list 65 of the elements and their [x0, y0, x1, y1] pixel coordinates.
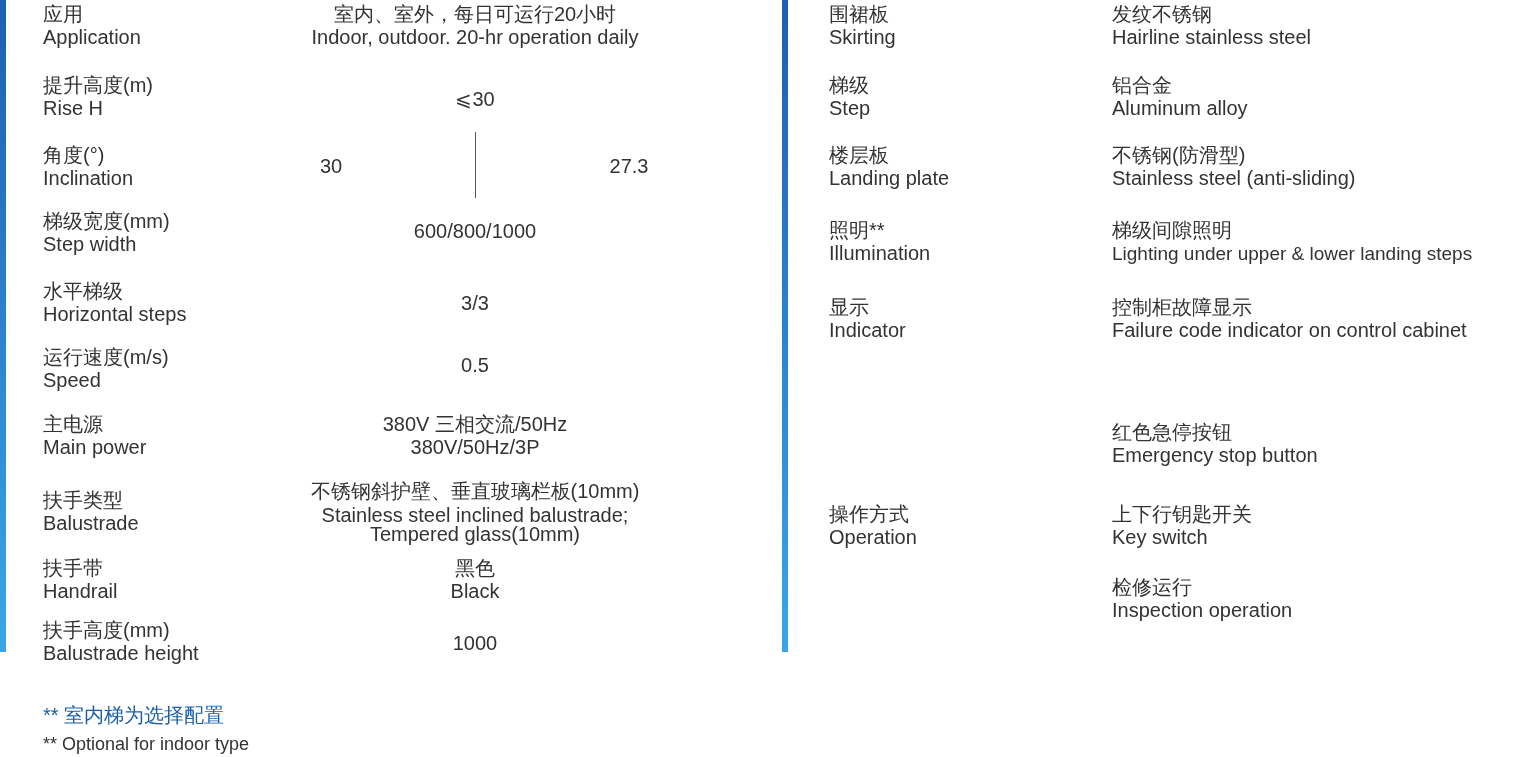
footnote: ** 室内梯为选择配置: [43, 704, 225, 727]
spec-value: 不锈钢斜护壁、垂直玻璃栏板(10mm): [310, 480, 640, 503]
spec-value: 铝合金: [1112, 74, 1172, 97]
spec-label: 梯级: [829, 74, 869, 97]
spec-value: 检修运行: [1112, 576, 1192, 599]
spec-value: Failure code indicator on control cabinet: [1112, 319, 1467, 342]
spec-value: 黑色: [455, 557, 495, 580]
spec-label: Inclination: [43, 167, 134, 190]
spec-label: Speed: [43, 369, 101, 392]
spec-value: 3/3: [461, 292, 489, 315]
spec-label: Handrail: [43, 580, 118, 603]
spec-value: 380V/50Hz/3P: [410, 436, 540, 459]
spec-label: Illumination: [829, 242, 931, 265]
spec-label: Step: [829, 97, 871, 120]
spec-label: Rise H: [43, 97, 103, 120]
spec-value: Indoor, outdoor. 20-hr operation daily: [311, 26, 639, 49]
spec-label: Landing plate: [829, 167, 950, 190]
spec-label: 操作方式: [829, 503, 909, 526]
spec-value: 不锈钢(防滑型): [1112, 144, 1246, 167]
spec-label: 梯级宽度(mm): [43, 210, 170, 233]
spec-value: 发纹不锈钢: [1112, 3, 1212, 26]
spec-label: 楼层板: [829, 144, 889, 167]
spec-label: Balustrade: [43, 512, 139, 535]
spec-label: 角度(°): [43, 144, 105, 167]
spec-value: 梯级间隙照明: [1112, 219, 1232, 242]
spec-label: 应用: [43, 3, 83, 26]
spec-value: 0.5: [461, 354, 489, 377]
spec-value: 30: [319, 155, 343, 178]
spec-value: 室内、室外，每日可运行20小时: [333, 3, 617, 26]
spec-label: Application: [43, 26, 141, 49]
spec-value: Lighting under upper & lower landing steps: [1112, 242, 1473, 265]
footnote: ** Optional for indoor type: [43, 733, 250, 756]
spec-label: 运行速度(m/s): [43, 346, 169, 369]
spec-value: ⩽30: [455, 88, 495, 111]
spec-value: Stainless steel (anti-sliding): [1112, 167, 1356, 190]
spec-value: Emergency stop button: [1112, 444, 1318, 467]
spec-value: 380V 三相交流/50Hz: [382, 413, 568, 436]
spec-label: 照明**: [829, 219, 885, 242]
spec-label: 水平梯级: [43, 280, 123, 303]
spec-label: 围裙板: [829, 3, 889, 26]
spec-value: 1000: [452, 632, 498, 655]
spec-label: 扶手类型: [43, 489, 123, 512]
spec-value: Key switch: [1112, 526, 1208, 549]
spec-value: Inspection operation: [1112, 599, 1293, 622]
spec-value: 27.3: [609, 155, 649, 178]
spec-label: Indicator: [829, 319, 906, 342]
spec-label: 主电源: [43, 413, 103, 436]
spec-label: Horizontal steps: [43, 303, 187, 326]
spec-label: Operation: [829, 526, 917, 549]
spec-label: 扶手高度(mm): [43, 619, 170, 642]
spec-label: Main power: [43, 436, 147, 459]
spec-value: 600/800/1000: [413, 220, 537, 243]
spec-label: Balustrade height: [43, 642, 199, 665]
spec-value: 控制柜故障显示: [1112, 296, 1252, 319]
spec-value: 红色急停按钮: [1112, 421, 1232, 444]
spec-label: 提升高度(m): [43, 74, 153, 97]
spec-value: Aluminum alloy: [1112, 97, 1248, 120]
spec-value: 上下行钥匙开关: [1112, 503, 1252, 526]
spec-label: 显示: [829, 296, 869, 319]
spec-label: Step width: [43, 233, 137, 256]
spec-value: Hairline stainless steel: [1112, 26, 1311, 49]
spec-value: Stainless steel inclined balustrade; Tempered glass(10mm): [320, 506, 630, 544]
spec-label: 扶手带: [43, 557, 103, 580]
spec-value: Black: [450, 580, 500, 603]
spec-label: Skirting: [829, 26, 896, 49]
